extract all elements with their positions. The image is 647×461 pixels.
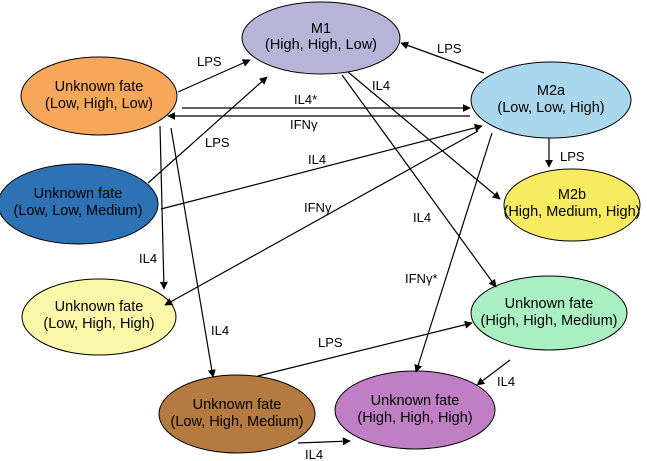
edge-lps-m2a-to-m2b: LPS — [545, 138, 585, 168]
edge-lps-blue-to-m1-line — [147, 76, 268, 184]
edge-il4-green-to-purple: IL4 — [476, 359, 515, 389]
node-unknown-high-high-high-title: Unknown fate — [371, 393, 460, 409]
edge-il4-orange-to-brown: IL4 — [170, 127, 229, 378]
node-m2b-title: M2b — [558, 187, 586, 203]
edge-il4-orange-to-brown-line — [170, 127, 216, 378]
edge-ifng-m2a-to-yellow-label: IFNγ — [304, 200, 332, 215]
edge-ifng-m2a-to-unknown: IFNγ — [167, 112, 470, 132]
node-unknown-low-high-low-title: Unknown fate — [55, 79, 144, 95]
edge-il4-m1-to-green: IL4 — [341, 74, 497, 288]
node-m2a-title: M2a — [537, 83, 566, 99]
edge-il4-m1-to-m2b-line — [347, 71, 501, 200]
edge-lps-m2a-to-m1-label: LPS — [437, 41, 462, 56]
node-m2b-shape — [503, 168, 641, 242]
edge-il4-blue-to-m2a-label: IL4 — [308, 152, 326, 167]
node-m1-title: M1 — [311, 21, 331, 37]
node-unknown-high-high-high: Unknown fate (High, High, High) — [334, 370, 496, 450]
node-unknown-high-high-high-subtitle: (High, High, High) — [357, 410, 472, 426]
node-unknown-low-low-medium-subtitle: (Low, Low, Medium) — [14, 203, 143, 219]
node-m2b: M2b (High, Medium, High) — [503, 168, 641, 242]
edge-il4-orange-to-yellow-line — [159, 125, 168, 290]
edge-il4-brown-to-purple-line — [297, 437, 351, 446]
edge-lps-m2a-to-m1-line — [400, 41, 485, 74]
node-unknown-low-high-medium: Unknown fate (Low, High, Medium) — [158, 374, 316, 454]
node-m1-subtitle: (High, High, Low) — [265, 37, 377, 53]
node-unknown-high-high-medium: Unknown fate (High, High, Medium) — [470, 275, 628, 351]
node-unknown-low-high-low: Unknown fate (Low, High, Low) — [20, 56, 178, 136]
node-unknown-low-high-high: Unknown fate (Low, High, High) — [21, 278, 177, 356]
node-m1: M1 (High, High, Low) — [241, 1, 401, 75]
node-m1-shape — [241, 1, 401, 75]
node-unknown-high-high-medium-subtitle: (High, High, Medium) — [481, 313, 618, 329]
edge-il4-brown-to-purple-label: IL4 — [305, 447, 323, 461]
edge-il4-orange-to-yellow-label: IL4 — [139, 251, 157, 266]
edge-il4-orange-to-brown-label: IL4 — [211, 323, 229, 338]
node-unknown-low-low-medium-title: Unknown fate — [34, 186, 123, 202]
edge-lps-brown-to-green-label: LPS — [318, 335, 343, 350]
edge-lps-brown-to-green-line — [257, 320, 473, 377]
node-m2a-subtitle: (Low, Low, High) — [497, 100, 604, 116]
edge-il4-m1-to-green-label: IL4 — [413, 210, 431, 225]
edge-lps-blue-to-m1-label: LPS — [205, 135, 230, 150]
node-unknown-low-high-low-subtitle: (Low, High, Low) — [45, 96, 153, 112]
edge-il4-star-to-m2a: IL4* — [182, 92, 471, 112]
node-m2b-subtitle: (High, Medium, High) — [504, 204, 641, 220]
edge-ifng-m2a-to-yellow: IFNγ — [164, 130, 479, 306]
node-unknown-low-high-medium-shape — [158, 374, 316, 454]
edge-lps-m2a-to-m1: LPS — [400, 41, 485, 74]
edge-ifng-m2a-to-yellow-line — [164, 130, 479, 306]
edge-lps-unknown-to-m1: LPS — [177, 54, 251, 93]
edge-il4-m1-to-m2b-label: IL4 — [372, 78, 390, 93]
node-m2a-shape — [470, 61, 632, 139]
edge-ifng-star-m2a-to-purple: IFNγ* — [405, 132, 493, 373]
edge-il4-m1-to-green-line — [341, 74, 497, 288]
node-unknown-high-high-medium-title: Unknown fate — [505, 296, 594, 312]
edge-lps-unknown-to-m1-line — [177, 59, 251, 93]
node-unknown-high-high-medium-shape — [470, 275, 628, 351]
edge-il4-brown-to-purple: IL4 — [297, 437, 351, 461]
node-unknown-low-high-medium-subtitle: (Low, High, Medium) — [171, 414, 304, 430]
edge-lps-unknown-to-m1-label: LPS — [197, 54, 222, 69]
edge-ifng-star-m2a-to-purple-line — [414, 132, 493, 373]
node-unknown-low-high-high-title: Unknown fate — [55, 299, 144, 315]
edge-il4-orange-to-yellow: IL4 — [139, 125, 168, 290]
edge-il4-green-to-purple-label: IL4 — [497, 374, 515, 389]
edge-il4-m1-to-m2b: IL4 — [347, 71, 501, 200]
edge-lps-m2a-to-m2b-label: LPS — [560, 149, 585, 164]
edge-ifng-m2a-to-unknown-label: IFNγ — [290, 117, 318, 132]
node-unknown-low-low-medium: Unknown fate (Low, Low, Medium) — [0, 163, 159, 245]
edge-il4-green-to-purple-line — [476, 359, 511, 386]
edge-lps-brown-to-green: LPS — [257, 320, 473, 377]
node-unknown-low-high-high-subtitle: (Low, High, High) — [43, 316, 154, 332]
node-unknown-low-high-low-shape — [20, 56, 178, 136]
node-unknown-low-high-medium-title: Unknown fate — [193, 397, 282, 413]
edge-ifng-star-m2a-to-purple-label: IFNγ* — [405, 271, 438, 286]
edge-il4-star-to-m2a-label: IL4* — [294, 92, 317, 107]
edge-lps-blue-to-m1: LPS — [147, 76, 268, 184]
node-unknown-low-high-high-shape — [21, 278, 177, 356]
node-m2a: M2a (Low, Low, High) — [470, 61, 632, 139]
node-unknown-low-low-medium-shape — [0, 163, 159, 245]
